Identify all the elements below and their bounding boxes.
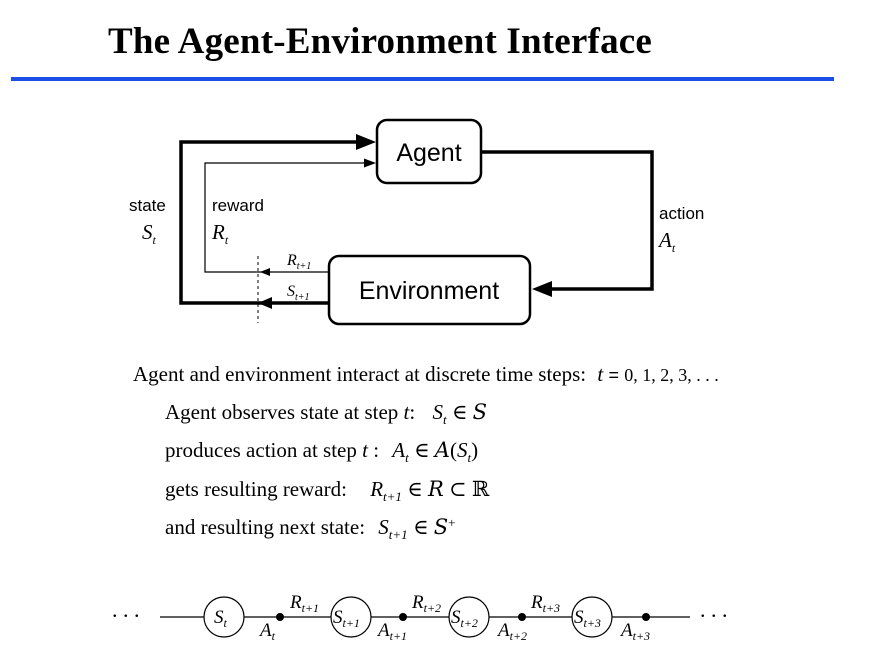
action-label: At+2 [496,620,527,643]
reward-symbol: Rt [211,220,229,247]
observe-sym: S [432,400,443,424]
reward-word: reward [212,196,264,215]
sequence-ellipsis-right: . . . [700,597,728,622]
state-node [330,596,372,638]
sequence-action-labels: At At+1 At+2 At+3 [258,620,650,643]
state-symbol: St [142,220,157,247]
intro-t: t [597,362,604,386]
sequence-states: St St+1 St+2 St+3 [203,596,613,638]
reward-rel: ∈ [407,477,423,501]
reward-arrowhead [364,158,376,168]
observe-rel: ∈ [451,400,468,424]
action-arrowhead [532,281,552,297]
state-node [203,596,245,638]
sequence-action-dots [276,613,650,621]
state-node [571,596,613,638]
environment-label: Environment [359,277,499,305]
action-label: At [258,620,276,643]
state-node-label: St+2 [451,607,478,630]
action-arg-sub: t [467,450,472,465]
next-state-sym: S [378,515,389,539]
action-line: produces action at step t : At ∈ A(St) [165,438,478,466]
environment-box [327,254,532,326]
reward-reals: ℝ [471,477,490,501]
action-t: t [362,438,368,462]
action-word: action [659,204,704,223]
reward-subset: ⊂ [449,477,467,501]
observe-sub: t [442,412,447,427]
action-close: ) [471,438,479,462]
next-state-plus: + [448,515,456,530]
action-arg: S [456,438,468,462]
page-title: The Agent-Environment Interface [108,21,653,62]
next-reward-arrowhead [260,268,270,276]
next-state-set: S [433,515,449,539]
state-word: state [129,196,166,215]
action-label: At+3 [619,620,650,643]
action-arrow [481,150,654,291]
next-state-sub: t+1 [388,527,408,542]
action-open: ( [449,438,457,462]
next-state-line: and resulting next state: St+1 ∈ S+ [165,515,455,543]
sequence-ellipsis-left: . . . [112,597,140,622]
intro-line: Agent and environment interact at discre… [133,362,719,387]
next-state-label: St+1 [287,283,310,303]
observe-t: t [403,400,410,424]
action-sub: t [405,450,409,465]
state-node-label: St [214,607,228,630]
action-symbol: At [657,228,676,255]
action-dot [399,613,407,621]
next-state-text: and resulting next state: [165,515,366,539]
title-rule [11,77,834,81]
state-arrowhead [356,134,376,150]
action-dot [518,613,526,621]
intro-vals: 0, 1, 2, 3, . . . [624,365,719,385]
observe-text: Agent observes state at step [165,400,399,424]
intro-eq: = [608,365,619,385]
action-text: produces action at step [165,438,357,462]
agent-label: Agent [396,139,461,167]
intro-text: Agent and environment interact at discre… [133,362,587,386]
action-sym: A [392,438,406,462]
observe-set: S [472,400,488,424]
state-node-label: St+1 [333,607,360,630]
reward-text: gets resulting reward: [165,477,347,501]
reward-sym: R [370,477,384,501]
action-set: A [434,438,450,462]
sequence-reward-labels: Rt+1 Rt+2 Rt+3 [289,592,560,615]
next-state-rel: ∈ [412,515,429,539]
next-reward-label: Rt+1 [286,252,311,272]
reward-label: Rt+3 [530,592,560,615]
reward-sub: t+1 [383,489,402,504]
next-state-arrowhead [258,297,272,309]
action-label: At+1 [376,620,407,643]
state-node-label: St+3 [574,607,601,630]
observe-colon: : [409,400,416,424]
reward-set: R [427,477,444,501]
state-node [448,596,490,638]
action-dot [276,613,284,621]
action-dot [642,613,650,621]
state-arrow [179,140,360,305]
reward-label: Rt+1 [289,592,319,615]
reward-line: gets resulting reward: Rt+1 ∈ R ⊂ ℝ [165,477,489,505]
action-colon: : [367,438,380,462]
observe-line: Agent observes state at step t: St ∈ S [165,400,487,428]
reward-label: Rt+2 [411,592,441,615]
action-rel: ∈ [414,438,430,462]
